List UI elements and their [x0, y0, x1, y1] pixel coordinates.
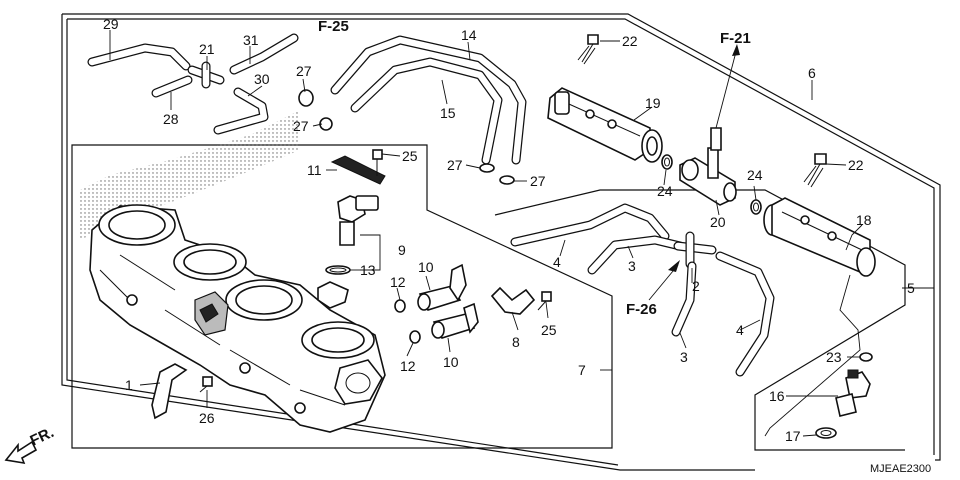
callout-22b: 22 — [848, 157, 864, 173]
callout-15: 15 — [440, 105, 456, 121]
sensor-16 — [835, 369, 871, 417]
callout-25b: 25 — [541, 322, 557, 338]
f21-arrow — [715, 44, 740, 129]
seal-13 — [325, 265, 351, 275]
callout-27a: 27 — [296, 63, 312, 79]
joint-2 — [673, 231, 717, 269]
sensor-9 — [337, 195, 379, 246]
callout-9: 9 — [398, 242, 406, 258]
o-ring-24-left — [661, 154, 673, 170]
seal-12-lower — [409, 330, 421, 344]
leader-lines — [109, 30, 934, 437]
front-direction-label: FR. — [28, 424, 57, 450]
callout-17: 17 — [785, 428, 801, 444]
hose-3-upper — [587, 235, 685, 275]
callout-3b: 3 — [680, 349, 688, 365]
hose-29 — [87, 43, 191, 71]
callout-12b: 12 — [400, 358, 416, 374]
ref-f26: F-26 — [626, 301, 657, 318]
callout-8: 8 — [512, 334, 520, 350]
callout-14: 14 — [461, 27, 477, 43]
ref-f25: F-25 — [318, 18, 349, 35]
hose-14 — [330, 35, 527, 165]
fuel-rail-18 — [763, 197, 876, 277]
callout-23: 23 — [826, 349, 842, 365]
callout-24b: 24 — [747, 167, 763, 183]
callout-31: 31 — [243, 32, 259, 48]
callout-4a: 4 — [553, 254, 561, 270]
screw-25-lower — [537, 291, 552, 311]
plate-11 — [330, 155, 386, 185]
callout-12a: 12 — [390, 274, 406, 290]
injector-10-lower — [431, 302, 479, 339]
callout-1: 1 — [125, 377, 133, 393]
joint-20 — [679, 127, 737, 206]
callout-labels: 29 21 31 30 28 27 27 27 27 14 15 22 22 6… — [103, 16, 915, 444]
callout-25a: 25 — [402, 148, 418, 164]
callout-10a: 10 — [418, 259, 434, 275]
callout-4b: 4 — [736, 322, 744, 338]
hose-4-right — [715, 251, 775, 377]
callout-7: 7 — [578, 362, 586, 378]
callout-20: 20 — [710, 214, 726, 230]
washer-17 — [815, 427, 837, 439]
callout-19: 19 — [645, 95, 661, 111]
bolt-22-left — [577, 34, 599, 65]
bracket-1 — [151, 363, 188, 420]
callout-22a: 22 — [622, 33, 638, 49]
throttle-body-assembly — [89, 204, 386, 433]
clip-27-mid — [479, 163, 515, 185]
callout-30: 30 — [254, 71, 270, 87]
callout-16: 16 — [769, 388, 785, 404]
o-ring-23 — [859, 352, 873, 362]
f26-arrow — [668, 260, 680, 272]
callout-10b: 10 — [443, 354, 459, 370]
fuel-rail-19 — [547, 87, 663, 163]
callout-27c: 27 — [447, 157, 463, 173]
callout-18: 18 — [856, 212, 872, 228]
screw-26 — [199, 376, 213, 393]
hose-31 — [229, 33, 299, 75]
callout-3a: 3 — [628, 258, 636, 274]
callout-5: 5 — [907, 280, 915, 296]
callout-11: 11 — [307, 162, 322, 178]
callout-13: 13 — [360, 262, 376, 278]
hose-28 — [151, 75, 193, 98]
joint-21 — [187, 61, 225, 89]
seal-12-upper — [394, 299, 406, 313]
callout-28: 28 — [163, 111, 179, 127]
callout-27b: 27 — [293, 118, 309, 134]
injector-frame — [494, 189, 906, 451]
bolt-22-right — [803, 153, 827, 188]
callout-21: 21 — [199, 41, 215, 57]
front-direction-arrow — [4, 440, 38, 465]
hose-30 — [213, 87, 269, 135]
hose-3-lower — [671, 261, 697, 337]
injector-10-upper — [417, 263, 467, 311]
holder-8 — [490, 286, 536, 315]
o-ring-24-right — [750, 199, 762, 215]
callout-2: 2 — [692, 278, 700, 294]
ref-f21: F-21 — [720, 30, 751, 47]
callout-27d: 27 — [530, 173, 546, 189]
screw-25-upper — [372, 149, 383, 176]
throttle-body-frame — [71, 144, 613, 449]
callout-24a: 24 — [657, 183, 673, 199]
hose-15 — [350, 57, 503, 165]
hose-4-left — [510, 203, 670, 247]
drawing-code: MJEAE2300 — [870, 463, 931, 475]
callout-26: 26 — [199, 410, 215, 426]
callout-29: 29 — [103, 16, 119, 32]
callout-6: 6 — [808, 65, 816, 81]
